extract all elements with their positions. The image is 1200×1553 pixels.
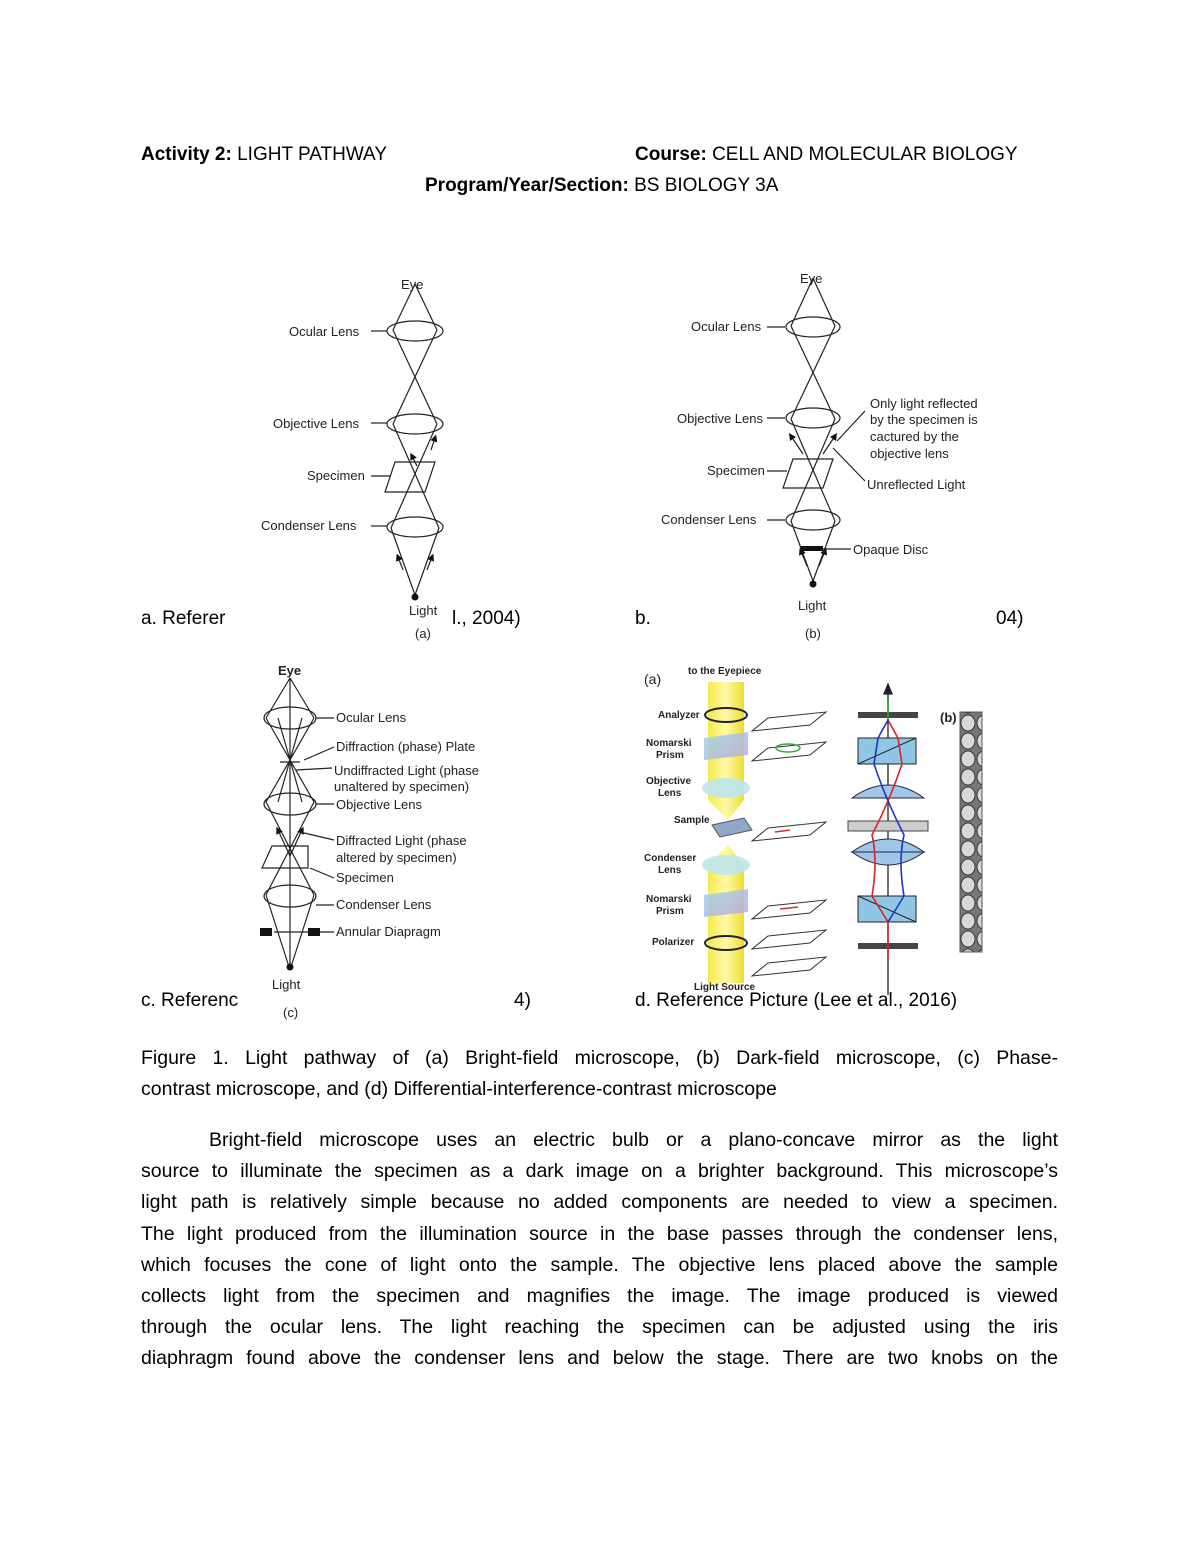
body-paragraph: Bright-field microscope uses an electric…: [141, 1125, 1058, 1375]
figure-c-phase-contrast-diagram: Eye Ocular Lens Diffraction (phase) Plat…: [260, 663, 479, 1020]
caption-d: d. Reference Picture (Lee et al., 2016): [635, 990, 958, 1011]
label-reflected-2: by the specimen is: [870, 412, 978, 427]
label-objective-2: Lens: [658, 788, 682, 799]
label-objective-1: Objective: [646, 776, 691, 787]
paragraph-line-2: source to illuminate the specimen as a d…: [141, 1160, 1058, 1183]
label-undiffracted-2: unaltered by specimen): [334, 779, 469, 794]
label-eye: Eye: [401, 277, 423, 292]
course-label: Course:: [635, 144, 707, 165]
caption-c-right: 4): [514, 990, 531, 1011]
label-objective-lens: Objective Lens: [677, 411, 763, 426]
label-eye: Eye: [800, 271, 822, 286]
label-diffraction-plate: Diffraction (phase) Plate: [336, 739, 475, 754]
label-objective-lens: Objective Lens: [336, 797, 422, 812]
program-label: Program/Year/Section:: [425, 175, 629, 196]
figure-caption-line-1: Figure 1. Light pathway of (a) Bright-fi…: [141, 1047, 1058, 1069]
label-ocular-lens: Ocular Lens: [289, 324, 360, 339]
program-title: Program/Year/Section: BS BIOLOGY 3A: [425, 175, 778, 197]
label-condenser-1: Condenser: [644, 853, 696, 864]
paragraph-line-8: diaphragm found above the condenser lens…: [141, 1347, 1058, 1370]
course-value: CELL AND MOLECULAR BIOLOGY: [712, 144, 1018, 165]
figure-caption: Figure 1. Light pathway of (a) Bright-fi…: [141, 1043, 1058, 1105]
label-reflected-4: objective lens: [870, 446, 949, 461]
paragraph-line-6: collects light from the specimen and mag…: [141, 1284, 1058, 1307]
label-condenser-lens: Condenser Lens: [336, 897, 432, 912]
label-opaque-disc: Opaque Disc: [853, 542, 929, 557]
label-reflected-1: Only light reflected: [870, 396, 978, 411]
label-eye: Eye: [278, 663, 301, 678]
label-specimen: Specimen: [336, 870, 394, 885]
label-nomarski-top-2: Prism: [656, 750, 684, 761]
label-undiffracted-1: Undiffracted Light (phase: [334, 763, 479, 778]
paragraph-line-3: light path is relatively simple because …: [141, 1191, 1058, 1214]
label-ocular-lens: Ocular Lens: [336, 710, 407, 725]
label-nomarski-bot-1: Nomarski: [646, 894, 692, 905]
label-ocular-lens: Ocular Lens: [691, 319, 762, 334]
figure-tag: (a): [415, 626, 431, 641]
figure-tag: (c): [283, 1005, 298, 1020]
label-light: Light: [409, 603, 438, 618]
label-condenser-2: Lens: [658, 865, 682, 876]
paragraph-line-4: The light produced from the illumination…: [141, 1222, 1058, 1245]
label-light: Light: [272, 977, 301, 992]
paragraph-line-5: which focuses the cone of light onto the…: [141, 1253, 1058, 1276]
activity-title: Activity 2: LIGHT PATHWAY: [141, 144, 387, 166]
label-sample: Sample: [674, 815, 710, 826]
label-condenser-lens: Condenser Lens: [261, 518, 357, 533]
course-title: Course: CELL AND MOLECULAR BIOLOGY: [635, 144, 1018, 166]
label-diffracted-1: Diffracted Light (phase: [336, 833, 467, 848]
label-polarizer: Polarizer: [652, 937, 694, 948]
label-specimen: Specimen: [307, 468, 365, 483]
figure-caption-line-2: contrast microscope, and (d) Differentia…: [141, 1078, 777, 1101]
polarizer-ring: [704, 935, 748, 951]
label-to-eyepiece: to the Eyepiece: [688, 666, 762, 677]
label-diffracted-2: altered by specimen): [336, 850, 457, 865]
caption-c-left: c. Referenc: [141, 990, 239, 1011]
label-dic-tag-a: (a): [644, 671, 661, 687]
caption-b-left: b.: [635, 608, 651, 629]
label-light: Light: [798, 598, 827, 613]
label-condenser-lens: Condenser Lens: [661, 512, 757, 527]
label-reflected-3: cactured by the: [870, 429, 959, 444]
figure-tag: (b): [805, 626, 821, 641]
figure-d-dic-diagram: (a) (b) to the Eyepiece Analyzer Nomarsk…: [644, 666, 983, 995]
label-objective-lens: Objective Lens: [273, 416, 359, 431]
activity-value: LIGHT PATHWAY: [237, 144, 387, 165]
label-unreflected-light: Unreflected Light: [867, 477, 966, 492]
paragraph-line-1: Bright-field microscope uses an electric…: [209, 1129, 1058, 1151]
label-nomarski-bot-2: Prism: [656, 906, 684, 917]
label-nomarski-top-1: Nomarski: [646, 738, 692, 749]
caption-a-right: l., 2004): [452, 608, 521, 629]
figure-a-brightfield-diagram: Eye Ocular Lens Objective Lens Specimen …: [261, 277, 444, 641]
label-light-source: Light Source: [694, 982, 756, 993]
activity-label: Activity 2:: [141, 144, 232, 165]
label-dic-tag-b: (b): [940, 710, 957, 725]
caption-a-left: a. Referer: [141, 608, 226, 629]
label-specimen: Specimen: [707, 463, 765, 478]
label-analyzer: Analyzer: [658, 710, 700, 721]
analyzer-ring: [704, 707, 748, 723]
caption-b-right: 04): [996, 608, 1024, 629]
program-value: BS BIOLOGY 3A: [634, 175, 779, 196]
label-annular-diaphragm: Annular Diapragm: [336, 924, 441, 939]
figure-b-darkfield-diagram: Eye Ocular Lens Objective Lens Specimen …: [661, 271, 978, 641]
paragraph-line-7: through the ocular lens. The light reach…: [141, 1316, 1058, 1339]
